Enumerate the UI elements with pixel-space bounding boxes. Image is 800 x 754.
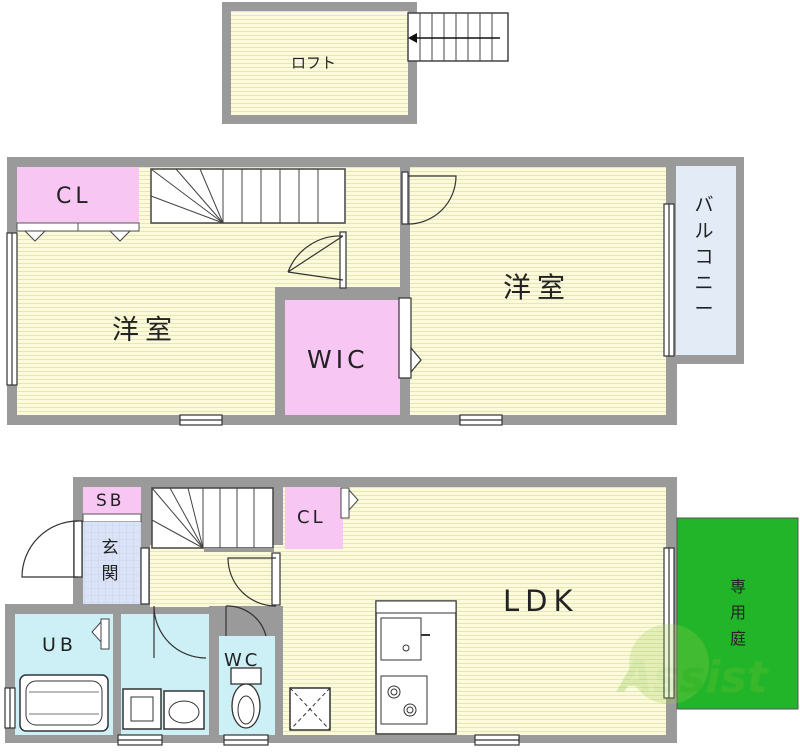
first-floor (4, 477, 799, 746)
closet-upper-label: CL (56, 184, 92, 209)
loft-section (222, 2, 509, 124)
private-garden (676, 517, 799, 710)
garden-label: 専 用 庭 (729, 577, 746, 648)
shoebox-label: SB (96, 491, 125, 511)
closet-lower (285, 487, 343, 549)
closet-upper (17, 167, 139, 223)
western-room-right (410, 167, 666, 415)
loft-room (231, 11, 408, 115)
toilet-fixture (230, 667, 262, 729)
stove (380, 675, 428, 725)
balcony-label: バ ル コ ニ ー (694, 194, 714, 320)
entrance (83, 522, 141, 604)
watermark-logo: Assist (615, 614, 800, 734)
bathtub (19, 674, 109, 732)
unit-bath-label: UB (42, 634, 77, 656)
staircase-2f (150, 168, 346, 224)
ldk-label: LDK (503, 584, 579, 618)
loft-label: ロフト (291, 54, 337, 72)
hall-1f (150, 545, 283, 607)
staircase-1f (151, 487, 274, 552)
kitchen-counter (375, 600, 457, 735)
western-room-right-label: 洋室 (503, 271, 572, 304)
closet-lower-label: CL (297, 507, 326, 528)
storage-unit (289, 687, 331, 731)
wic-room (285, 300, 400, 415)
shoebox (83, 487, 141, 514)
toilet-label: WC (224, 650, 261, 671)
loft-ladder-stair (407, 12, 509, 62)
ldk-room (283, 487, 666, 735)
entrance-label: 玄 関 (101, 538, 119, 584)
western-room-left-label: 洋室 (112, 315, 178, 346)
second-floor (6, 157, 744, 426)
balcony (676, 166, 736, 355)
wic-label: WIC (307, 345, 369, 374)
kitchen-sink (380, 617, 422, 661)
washing-machine (122, 688, 162, 730)
